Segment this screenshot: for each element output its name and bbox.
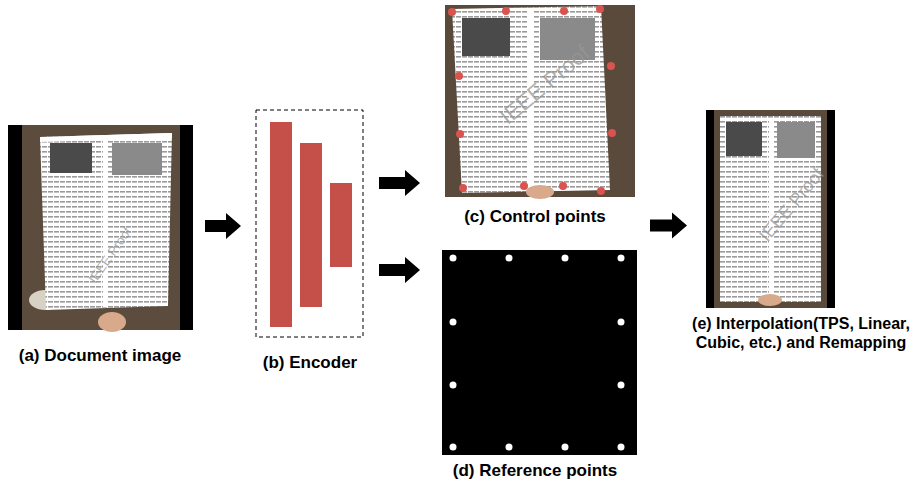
watermark-text: IEEE Proof — [85, 224, 134, 285]
flow-arrow — [650, 212, 687, 238]
encoder-block — [256, 110, 363, 337]
figure-panel: (d) Reference points — [425, 250, 645, 481]
figure-panel: (c) Control points — [425, 5, 645, 227]
panel-caption: (d) Reference points — [425, 461, 645, 481]
figure-panel: (b) Encoder — [246, 110, 374, 373]
control-points-photo — [445, 5, 635, 199]
document-photo — [8, 125, 193, 332]
flow-arrow — [379, 170, 420, 196]
flow-arrow — [205, 213, 241, 239]
panel-caption: (c) Control points — [425, 207, 645, 227]
panel-caption: (b) Encoder — [246, 353, 374, 373]
panel-caption: (e) Interpolation(TPS, Linear, Cubic, et… — [692, 314, 910, 352]
reference-points-grid — [442, 250, 637, 455]
rectified-photo — [706, 110, 835, 308]
watermark-text: IEEE Proof — [495, 40, 595, 130]
picture-area — [0, 125, 200, 330]
panel-caption: (a) Document image — [0, 346, 200, 366]
picture-area — [246, 110, 374, 337]
picture-area — [425, 250, 645, 455]
figure-panel: (e) Interpolation(TPS, Linear, Cubic, et… — [692, 110, 910, 352]
flow-arrow — [379, 257, 420, 283]
watermark-text: IEEE Proof — [755, 164, 828, 246]
figure-panel: (a) Document image — [0, 125, 200, 366]
